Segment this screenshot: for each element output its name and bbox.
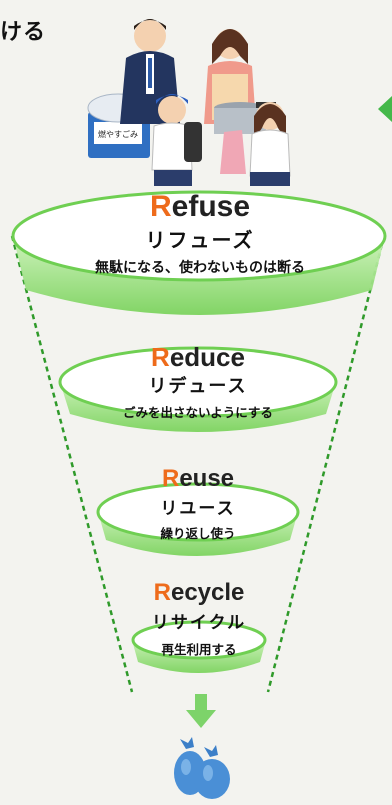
- recycle-level: Recycle リサイクル 再生利用する: [120, 581, 278, 658]
- trash-bags-icon: [174, 737, 230, 799]
- recycle-initial: R: [153, 579, 171, 606]
- refuse-katakana: リフューズ: [145, 228, 255, 252]
- funnel-right-edge: [266, 235, 386, 693]
- reduce-word: educe: [169, 342, 245, 372]
- recycle-description: 再生利用する: [161, 642, 237, 657]
- refuse-word: efuse: [171, 190, 251, 223]
- recycle-katakana: リサイクル: [151, 613, 247, 633]
- recycle-word: ecycle: [170, 579, 245, 606]
- reuse-katakana: リユース: [160, 499, 236, 519]
- reuse-ellipse: [96, 482, 300, 542]
- reuse-word: euse: [179, 465, 235, 492]
- boy-figure: [151, 94, 202, 186]
- reduce-description: ごみを出さないようにする: [123, 405, 273, 420]
- refuse-ellipse: [11, 190, 387, 282]
- reuse-initial: R: [161, 465, 180, 492]
- down-arrow-icon: [186, 694, 216, 728]
- refuse-level: Refuse リフューズ 無駄になる、使わないものは断る: [30, 192, 370, 277]
- recycling-box-label: 燃やすごみ: [98, 129, 138, 139]
- girl-figure: [220, 102, 291, 186]
- pointer-arrow-icon: [378, 96, 392, 122]
- recycle-ellipse: [131, 620, 267, 660]
- reduce-initial: R: [151, 342, 170, 372]
- reduce-level: Reduce リデュース ごみを出さないようにする: [60, 344, 336, 421]
- reduce-katakana: リデュース: [148, 376, 248, 397]
- refuse-description: 無駄になる、使わないものは断る: [95, 260, 305, 276]
- page-heading: ける: [0, 20, 47, 45]
- family-illustration: 燃やすごみ: [87, 19, 291, 186]
- refuse-initial: R: [149, 190, 172, 223]
- reuse-description: 繰り返し使う: [160, 526, 236, 541]
- reduce-ellipse: [58, 346, 338, 418]
- funnel-left-edge: [10, 235, 134, 693]
- reuse-level: Reuse リユース 繰り返し使う: [98, 467, 298, 542]
